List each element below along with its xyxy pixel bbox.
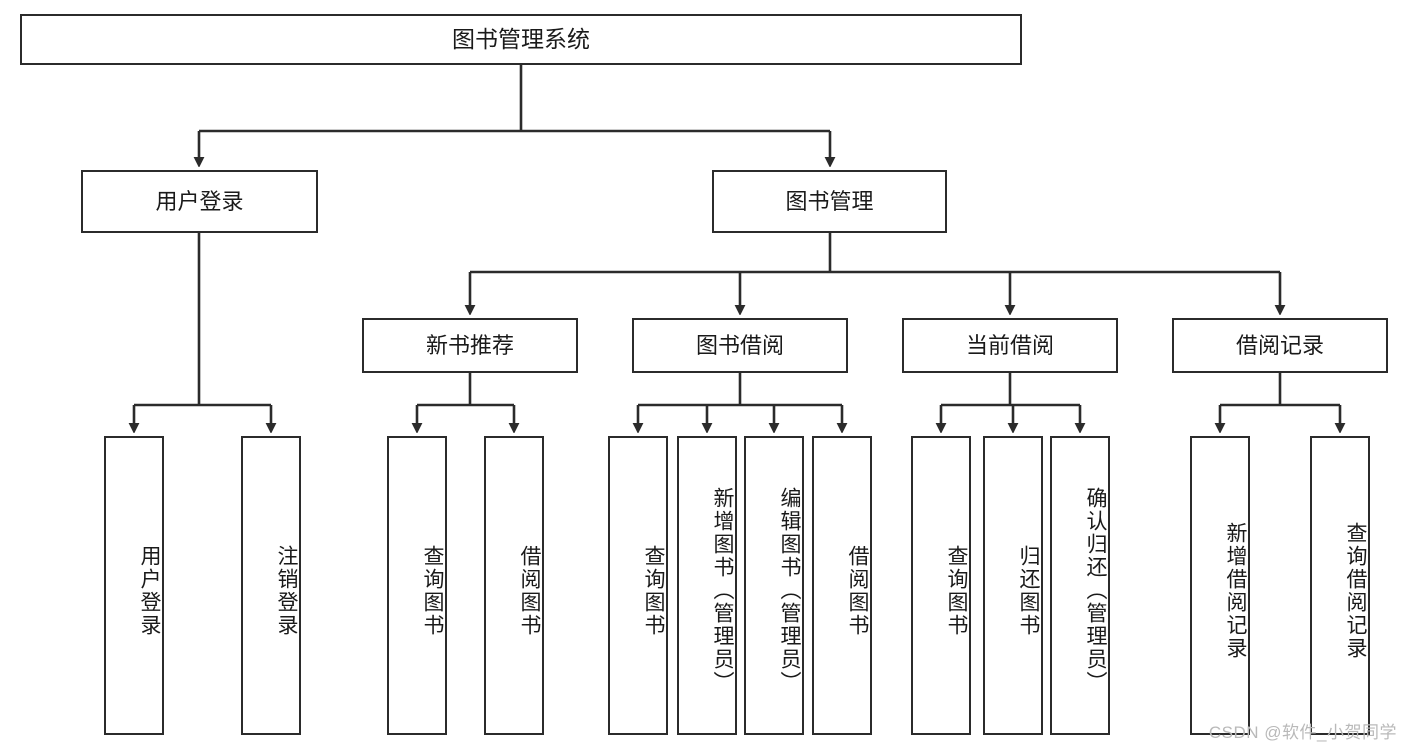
node-label: 注销登录 [275, 544, 298, 637]
node-label: 查询借阅记录 [1344, 521, 1367, 660]
leaf-borrow-book-recommend[interactable]: 借阅图书 [484, 436, 544, 735]
node-label: 新书推荐 [425, 332, 514, 358]
leaf-query-book-borrow[interactable]: 查询图书 [608, 436, 668, 735]
node-label: 图书借阅 [695, 332, 784, 358]
leaf-edit-book-admin[interactable]: 编辑图书（管理员） [744, 436, 804, 735]
node-current-borrow[interactable]: 当前借阅 [902, 318, 1118, 373]
node-new-book-recommend[interactable]: 新书推荐 [362, 318, 578, 373]
node-label: 查询图书 [642, 544, 665, 637]
node-book-borrow[interactable]: 图书借阅 [632, 318, 848, 373]
leaf-query-book-current[interactable]: 查询图书 [911, 436, 971, 735]
leaf-confirm-return-admin[interactable]: 确认归还（管理员） [1050, 436, 1110, 735]
node-label: 新增借阅记录 [1224, 521, 1247, 660]
leaf-user-login[interactable]: 用户登录 [104, 436, 164, 735]
node-label: 借阅图书 [518, 544, 541, 637]
node-label: 借阅记录 [1235, 332, 1324, 358]
leaf-add-book-admin[interactable]: 新增图书（管理员） [677, 436, 737, 735]
node-label: 查询图书 [421, 544, 444, 637]
leaf-query-book-recommend[interactable]: 查询图书 [387, 436, 447, 735]
node-borrow-record[interactable]: 借阅记录 [1172, 318, 1388, 373]
leaf-query-borrow-record[interactable]: 查询借阅记录 [1310, 436, 1370, 735]
node-root[interactable]: 图书管理系统 [20, 14, 1022, 65]
node-label: 用户登录 [155, 188, 244, 214]
leaf-logout[interactable]: 注销登录 [241, 436, 301, 735]
node-label: 图书管理 [785, 188, 874, 214]
node-book-management[interactable]: 图书管理 [712, 170, 947, 233]
node-label: 查询图书 [945, 544, 968, 637]
node-label: 当前借阅 [965, 332, 1054, 358]
node-label: 归还图书 [1017, 544, 1040, 637]
node-label: 确认归还（管理员） [1084, 487, 1107, 694]
node-label: 借阅图书 [846, 544, 869, 637]
node-user-login[interactable]: 用户登录 [81, 170, 318, 233]
leaf-return-book[interactable]: 归还图书 [983, 436, 1043, 735]
leaf-borrow-book[interactable]: 借阅图书 [812, 436, 872, 735]
node-label: 新增图书（管理员） [711, 487, 734, 694]
watermark: CSDN @软件_小贺同学 [1208, 723, 1397, 742]
node-label: 图书管理系统 [452, 26, 590, 53]
node-label: 用户登录 [138, 544, 161, 637]
leaf-add-borrow-record[interactable]: 新增借阅记录 [1190, 436, 1250, 735]
node-label: 编辑图书（管理员） [778, 487, 801, 694]
